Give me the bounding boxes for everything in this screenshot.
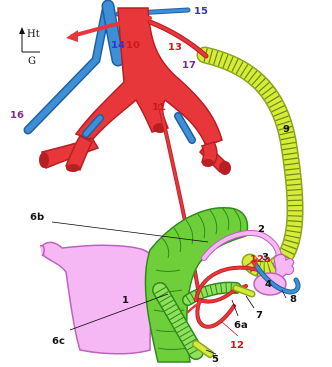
label-12a: 12a: [250, 254, 271, 265]
leader-7: [246, 296, 254, 308]
label-1: 1: [122, 295, 129, 306]
label-11: 11: [152, 102, 166, 113]
label-13: 13: [168, 42, 182, 53]
label-10: 10: [126, 40, 140, 51]
label-4: 4: [265, 279, 272, 290]
label-17: 17: [182, 60, 196, 71]
label-16: 16: [10, 110, 24, 121]
label-5: 5: [212, 354, 219, 365]
orientation-compass: Ht G: [19, 27, 40, 67]
label-6b: 6b: [30, 212, 44, 223]
artery-left-arrow-head: [66, 30, 78, 42]
label-9: 9: [283, 124, 290, 135]
label-15: 15: [194, 6, 208, 17]
compass-up-label: Ht: [27, 29, 40, 40]
artery-right-end-2: [202, 159, 214, 167]
label-8: 8: [290, 294, 297, 305]
artery-right-end: [219, 161, 231, 175]
artery-left-end: [39, 152, 49, 168]
artery-left-end-2: [66, 164, 80, 172]
label-7: 7: [256, 310, 263, 321]
label-6a: 6a: [234, 320, 248, 331]
label-6c: 6c: [52, 336, 65, 347]
compass-left-label: G: [28, 56, 36, 67]
label-2: 2: [258, 224, 265, 235]
label-12: 12: [230, 340, 244, 351]
organ-1-tip: [40, 246, 44, 256]
compass-up-arrow: [19, 27, 25, 34]
label-14: 14: [111, 40, 125, 51]
